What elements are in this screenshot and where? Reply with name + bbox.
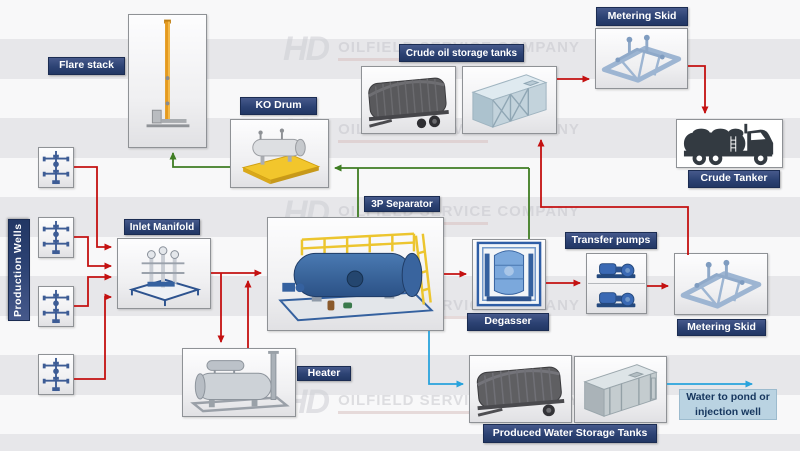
transfer-pumps-image xyxy=(586,253,647,314)
metering-skid-top-image xyxy=(595,28,688,89)
heater-image xyxy=(182,348,296,417)
separator-label: 3P Separator xyxy=(364,196,440,212)
wellhead-image xyxy=(38,286,74,327)
heater-label: Heater xyxy=(297,366,351,381)
production-wells-label: Production Wells xyxy=(8,219,30,321)
produced-water-tank-dark-image xyxy=(469,355,572,423)
wellhead-image xyxy=(38,147,74,188)
crude-storage-tank-container-image xyxy=(462,66,557,134)
produced-water-tanks-label: Produced Water Storage Tanks xyxy=(483,424,657,443)
wellhead-image xyxy=(38,217,74,258)
wellhead-image xyxy=(38,354,74,395)
crude-tanker-label: Crude Tanker xyxy=(688,170,780,188)
crude-tanker-image xyxy=(676,119,783,168)
separator-image xyxy=(267,217,444,331)
flare-stack-image xyxy=(128,14,207,148)
degasser-label: Degasser xyxy=(467,313,549,331)
metering-skid-right-label: Metering Skid xyxy=(677,319,766,336)
crude-storage-tanks-label: Crude oil storage tanks xyxy=(399,44,524,62)
watermark-tagline-bar xyxy=(338,410,489,414)
ko-drum-label: KO Drum xyxy=(240,97,317,115)
degasser-image xyxy=(472,239,546,310)
produced-water-tank-container-image xyxy=(574,356,667,423)
inlet-manifold-image xyxy=(117,238,211,309)
transfer-pumps-label: Transfer pumps xyxy=(565,232,657,249)
metering-skid-right-image xyxy=(674,253,768,315)
metering-skid-top-label: Metering Skid xyxy=(596,7,688,26)
watermark-tagline-bar xyxy=(338,139,489,143)
inlet-manifold-label: Inlet Manifold xyxy=(124,219,200,235)
flare-stack-label: Flare stack xyxy=(48,57,125,75)
watermark-hd-logo: HD xyxy=(283,30,330,68)
crude-storage-tank-dark-image xyxy=(361,66,456,134)
ko-drum-image xyxy=(230,119,329,188)
water-pond-note: Water to pond or injection well xyxy=(679,389,777,420)
